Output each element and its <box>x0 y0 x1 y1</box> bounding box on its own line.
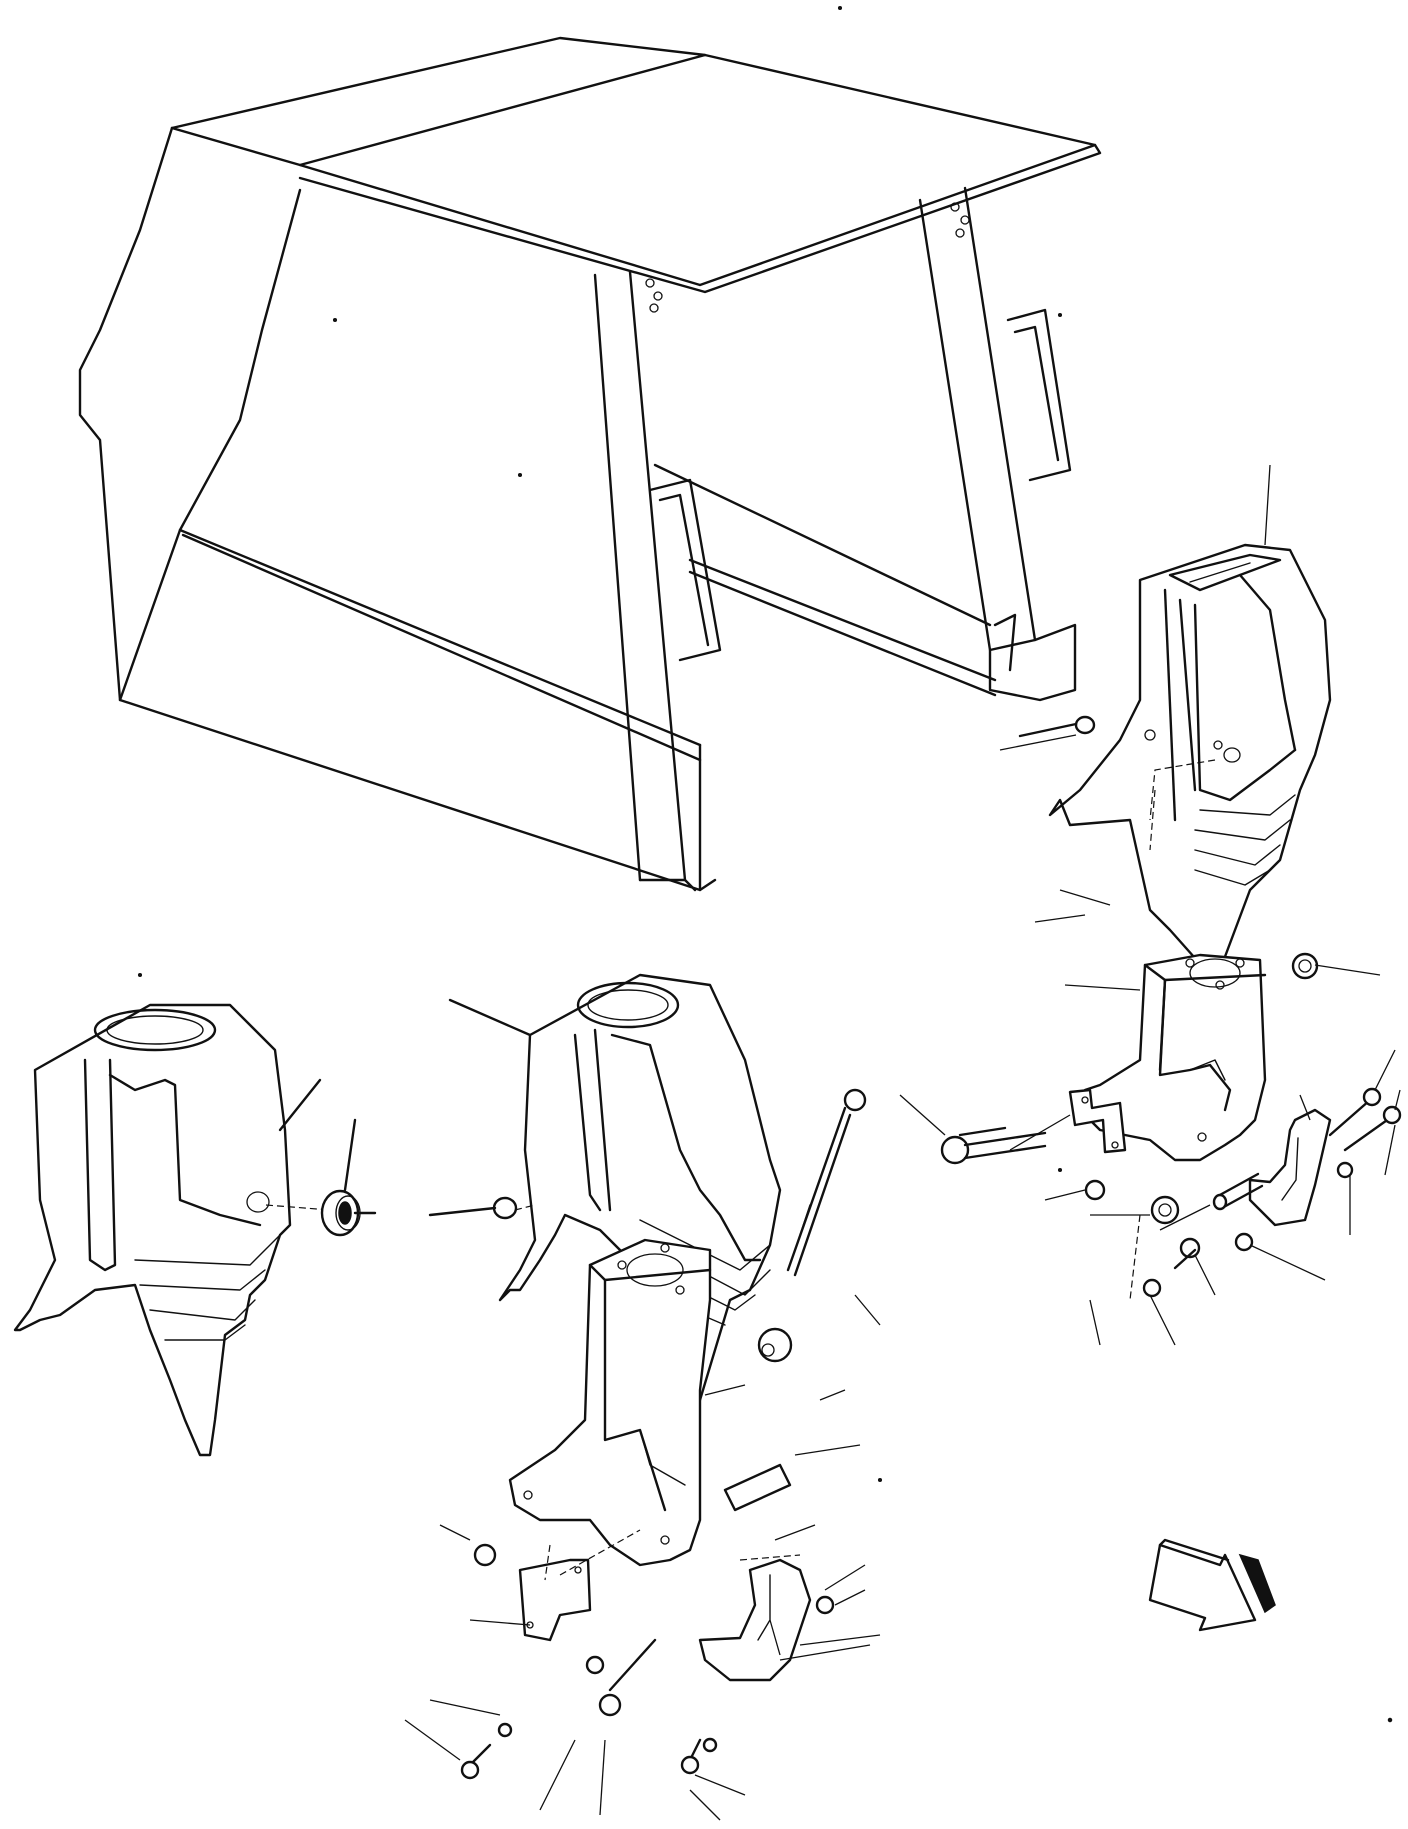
arrow-icon <box>1148 1538 1276 1632</box>
center-pedestal <box>460 1088 867 1780</box>
right-pedestal <box>940 952 1402 1301</box>
upper-right-cowl <box>1018 543 1332 977</box>
left-cowl <box>13 1003 377 1457</box>
leader-lines <box>404 464 1401 1821</box>
cab-canopy <box>78 36 1102 892</box>
scan-specks <box>137 5 1393 1723</box>
